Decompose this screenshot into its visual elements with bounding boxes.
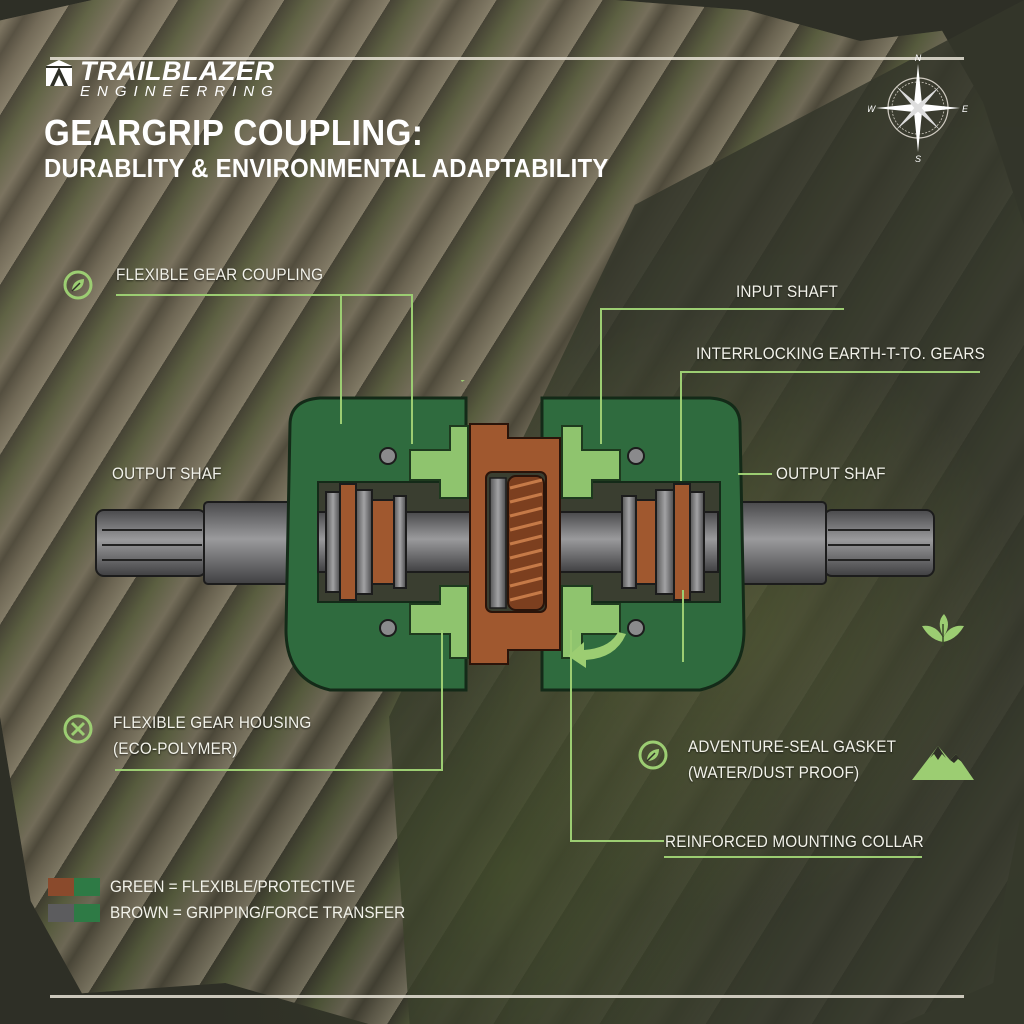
leader-line xyxy=(680,371,682,481)
curved-arrow-right-icon xyxy=(460,380,512,382)
callout-output-shaft-right: OUTPUT SHAF xyxy=(776,464,886,483)
leaf-badge-icon xyxy=(638,740,668,770)
brand-header: TRAILBLAZER ENGINEERRING xyxy=(44,58,280,100)
compass-rose-icon: N S W E xyxy=(868,53,968,162)
mountain-icon xyxy=(912,746,974,780)
callout-flexible-gear-housing: FLEXIBLE GEAR HOUSING xyxy=(113,713,312,732)
leader-line xyxy=(411,294,413,444)
callout-adventure-seal-gasket-detail: (WATER/DUST PROOF) xyxy=(688,763,860,782)
output-shaft-left-part xyxy=(95,501,301,585)
page-subtitle: DURABLITY & ENVIRONMENTAL ADAPTABILITY xyxy=(44,153,609,183)
leader-line xyxy=(441,630,443,770)
helical-gear xyxy=(507,475,545,611)
coupling-diagram xyxy=(95,380,935,692)
color-legend: GREEN = FLEXIBLE/PROTECTIVE BROWN = GRIP… xyxy=(48,874,438,926)
leaf-badge-icon xyxy=(63,270,93,300)
leader-line xyxy=(600,308,844,310)
leader-line xyxy=(664,856,922,858)
compass-north: N xyxy=(915,53,922,63)
flex-insert-bottom-left xyxy=(409,585,469,659)
output-shaft-right-part xyxy=(729,501,935,585)
compass-east: E xyxy=(962,104,968,114)
leader-line xyxy=(570,630,572,842)
sprout-icon xyxy=(922,614,964,646)
flex-insert-top-right xyxy=(561,425,621,499)
leader-line xyxy=(600,308,602,444)
leader-line xyxy=(115,769,443,771)
callout-input-shaft: INPUT SHAFT xyxy=(736,282,839,301)
leader-line xyxy=(116,294,412,296)
leader-line xyxy=(340,294,342,424)
callout-interlocking-gears: INTERRLOCKING EARTH-T-TO. GEARS xyxy=(696,344,985,363)
legend-label-brown: BROWN = GRIPPING/FORCE TRANSFER xyxy=(110,903,406,922)
callout-output-shaft-left: OUTPUT SHAF xyxy=(112,464,222,483)
leader-line xyxy=(680,371,980,373)
compass-south: S xyxy=(915,154,921,162)
brand-name: TRAILBLAZER xyxy=(80,56,275,86)
legend-swatch xyxy=(48,904,100,922)
legend-row: GREEN = FLEXIBLE/PROTECTIVE xyxy=(48,874,438,900)
legend-row: BROWN = GRIPPING/FORCE TRANSFER xyxy=(48,900,438,926)
leader-line xyxy=(682,590,684,662)
tent-mountain-logo-icon xyxy=(46,60,72,86)
leader-line xyxy=(738,473,772,475)
flex-insert-top-left xyxy=(409,425,469,499)
page-title: GEARGRIP COUPLING: xyxy=(44,112,424,153)
top-frame-line xyxy=(50,57,964,60)
compass-west: W xyxy=(868,104,877,114)
bottom-frame-line xyxy=(50,995,964,998)
legend-label-green: GREEN = FLEXIBLE/PROTECTIVE xyxy=(110,877,356,896)
legend-swatch xyxy=(48,878,100,896)
callout-reinforced-mounting-collar: REINFORCED MOUNTING COLLAR xyxy=(665,832,924,851)
curved-arrow-left-icon xyxy=(568,632,626,668)
callout-flexible-gear-housing-material: (ECO-POLYMER) xyxy=(113,739,238,758)
callout-adventure-seal-gasket: ADVENTURE-SEAL GASKET xyxy=(688,737,897,756)
brand-subtitle: ENGINEERRING xyxy=(80,83,280,100)
flex-insert-bottom-right xyxy=(561,585,621,659)
callout-flexible-gear-coupling: FLEXIBLE GEAR COUPLING xyxy=(116,265,324,284)
leader-line xyxy=(570,840,664,842)
x-circle-badge-icon xyxy=(63,714,93,744)
